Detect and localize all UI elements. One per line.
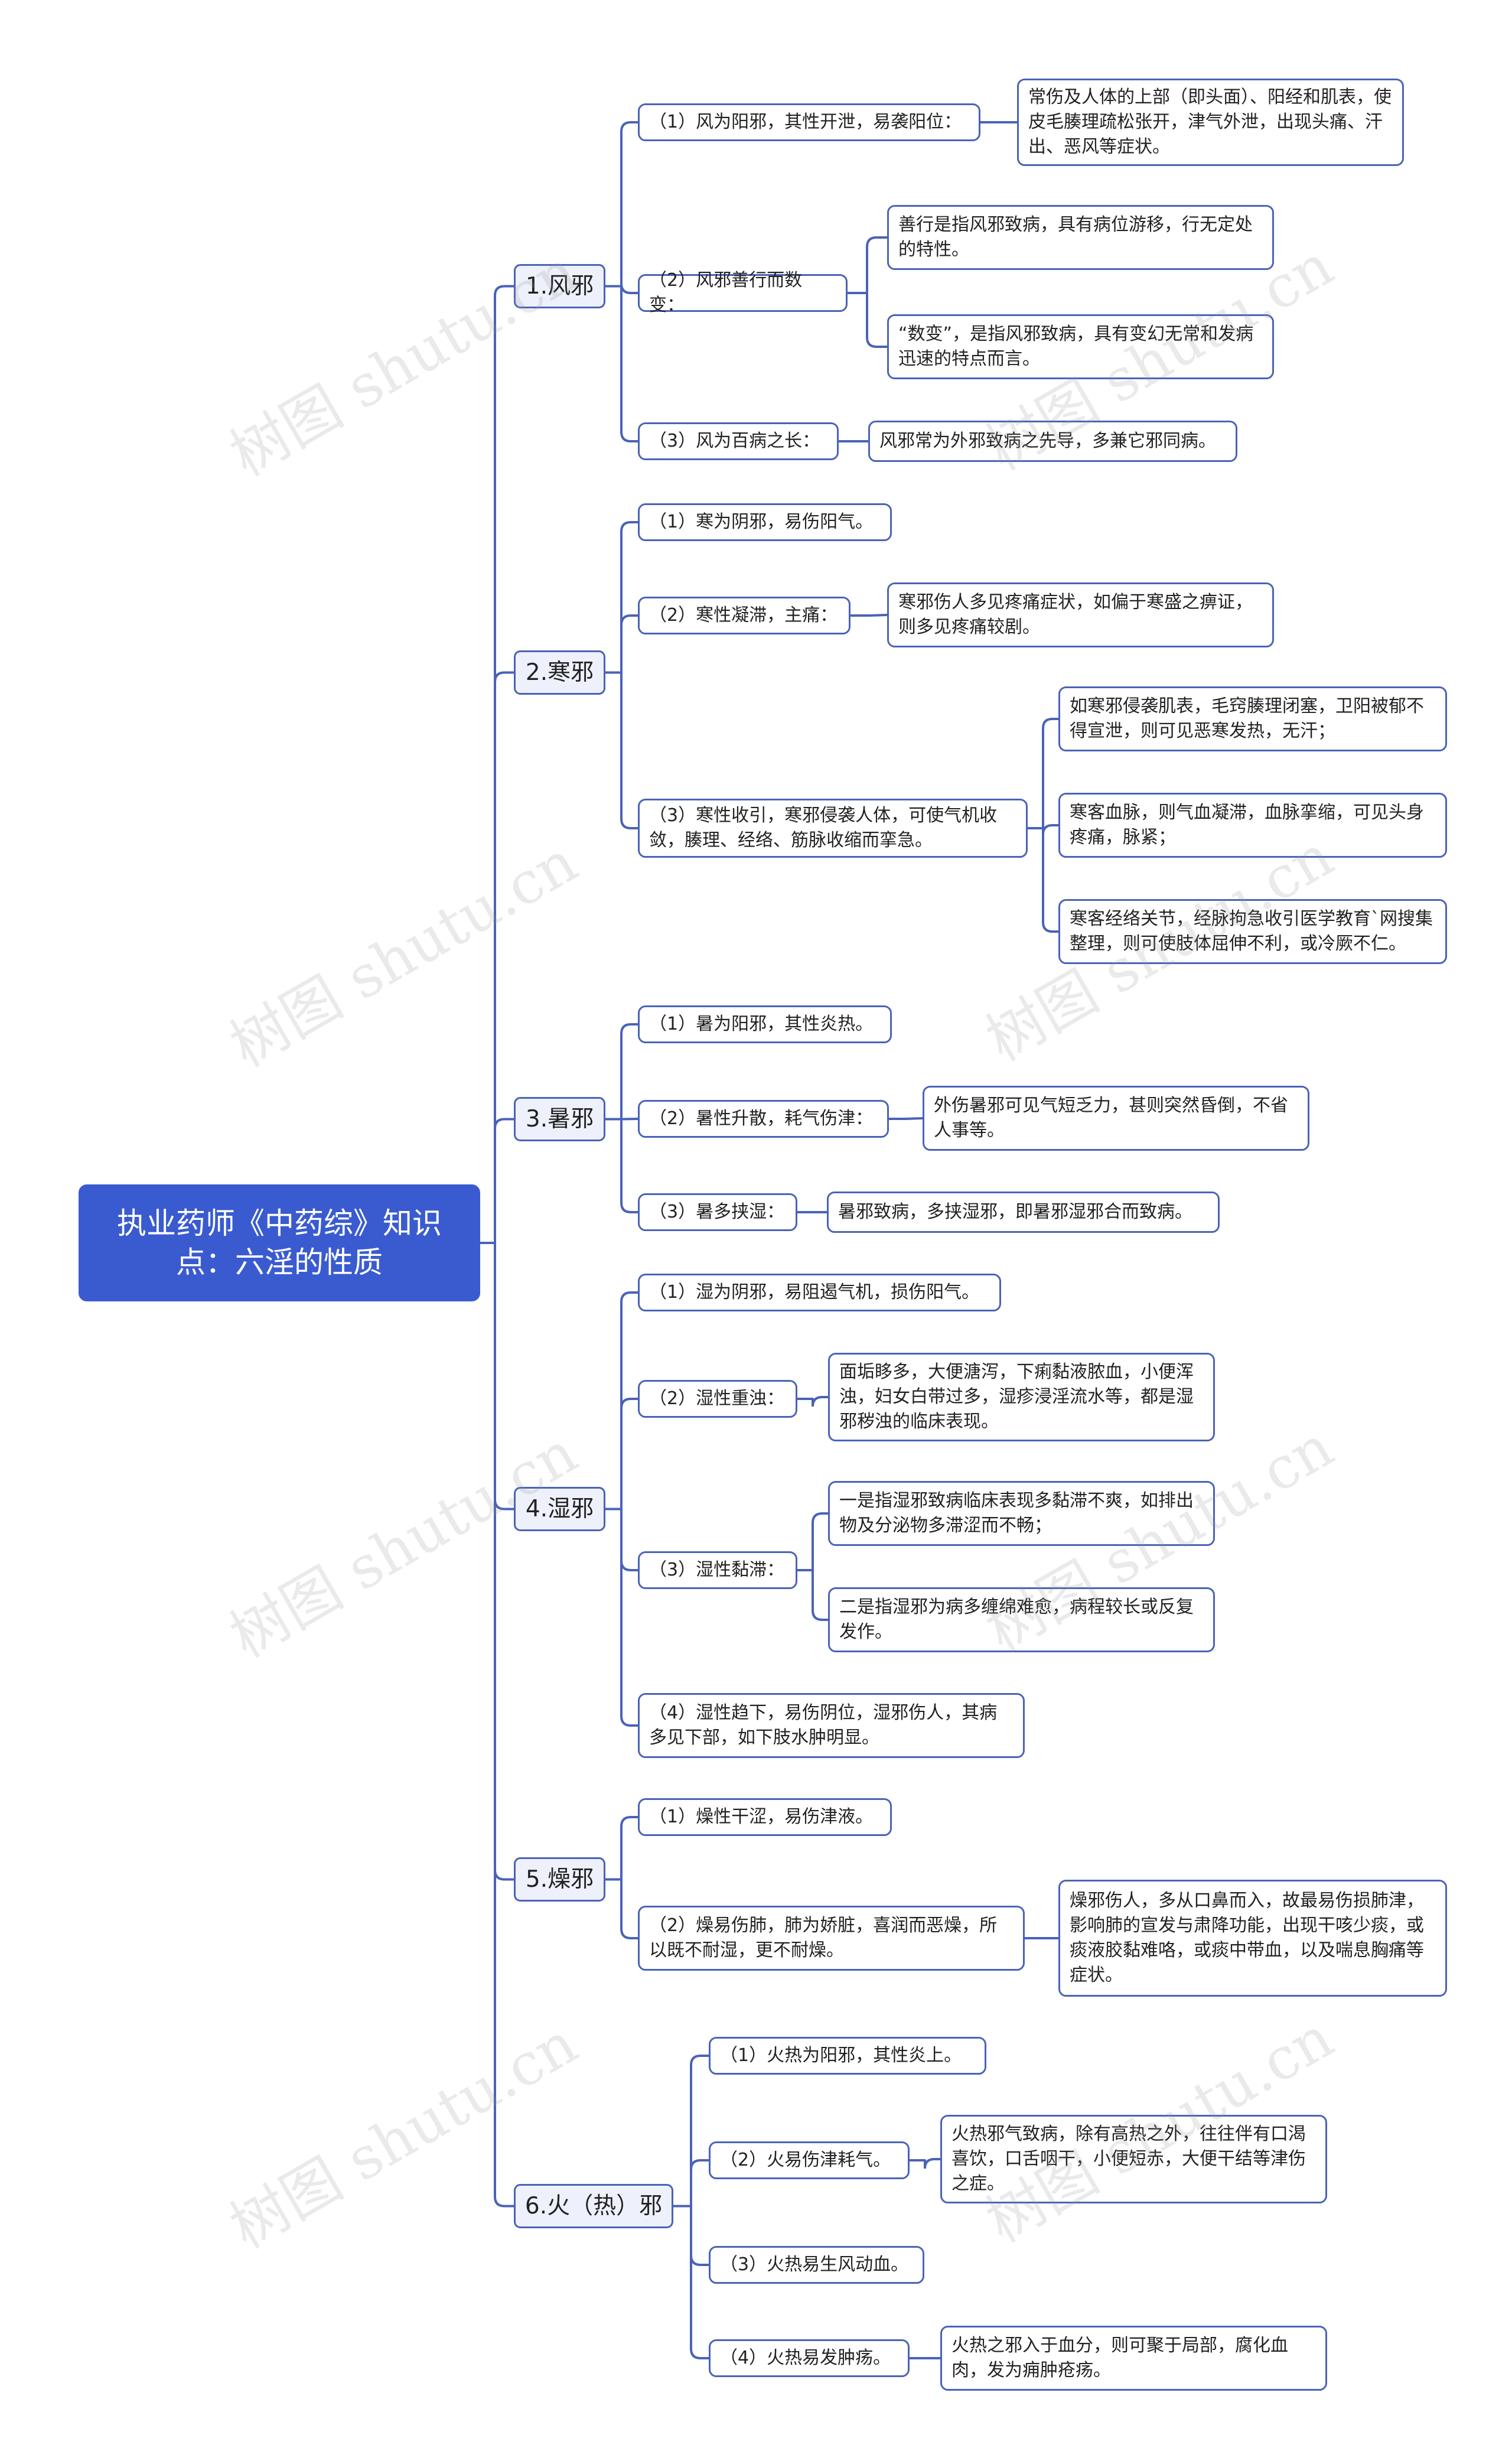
connector-line [604, 1023, 639, 1213]
wind-item-2[interactable]: （2）风邪善行而数变： [638, 270, 848, 315]
wind-item-2-detail-2[interactable]: “数变”，是指风邪致病，具有变幻无常和发病迅速的特点而言。 [887, 314, 1274, 379]
fire-item-4-detail-1[interactable]: 火热之邪入于血分，则可聚于局部，腐化血肉，发为痈肿疮疡。 [940, 2326, 1327, 2391]
wind-item-1[interactable]: （1）风为阳邪，其性开泄，易袭阳位： [638, 103, 980, 141]
damp-item-2[interactable]: （2）湿性重浊： [638, 1380, 797, 1418]
dry-item-2-detail-1[interactable]: 燥邪伤人，多从口鼻而入，故最易伤损肺津，影响肺的宣发与肃降功能，出现干咳少痰，或… [1058, 1880, 1447, 1997]
category-dampness[interactable]: 4.湿邪 [514, 1487, 605, 1531]
dry-item-1[interactable]: （1）燥性干涩，易伤津液。 [638, 1798, 892, 1836]
dry-item-2[interactable]: （2）燥易伤肺，肺为娇脏，喜润而恶燥，所以既不耐湿，更不耐燥。 [638, 1906, 1025, 1971]
connector-line [888, 1117, 924, 1120]
connector-line [604, 121, 639, 442]
fire-item-2-detail-1[interactable]: 火热邪气致病，除有高热之外，往往伴有口渴喜饮，口舌咽干，小便短赤，大便干结等津伤… [940, 2115, 1327, 2203]
cold-item-1[interactable]: （1）寒为阴邪，易伤阳气。 [638, 503, 892, 541]
fire-item-3[interactable]: （3）火热易生风动血。 [709, 2246, 924, 2284]
damp-item-2-detail-1[interactable]: 面垢眵多，大便溏泻，下痢黏液脓血，小便浑浊，妇女白带过多，湿疹浸淫流水等，都是湿… [828, 1353, 1215, 1441]
wind-item-1-detail-1[interactable]: 常伤及人体的上部（即头面）、阳经和肌表，使皮毛腠理疏松张开，津气外泄，出现头痛、… [1017, 79, 1404, 166]
wind-item-3-detail-1[interactable]: 风邪常为外邪致病之先导，多兼它邪同病。 [868, 421, 1237, 462]
connector-line [604, 1291, 639, 1727]
connector-line [479, 285, 515, 2208]
cold-item-3-detail-2[interactable]: 寒客血脉，则气血凝滞，血脉挛缩，可见头身疼痛，脉紧； [1058, 793, 1447, 858]
connector-line [1027, 718, 1060, 933]
connector-line [796, 1396, 829, 1407]
summer-item-3[interactable]: （3）暑多挟湿： [638, 1193, 797, 1231]
fire-item-4[interactable]: （4）火热易发肿疡。 [709, 2339, 910, 2377]
category-cold[interactable]: 2.寒邪 [514, 650, 605, 695]
cold-item-3-detail-3[interactable]: 寒客经络关节，经脉拘急收引医学教育`网搜集整理，则可使肢体屈伸不利，或冷厥不仁。 [1058, 899, 1447, 964]
root-topic[interactable]: 执业药师《中药综》知识点：六淫的性质 [79, 1184, 480, 1301]
cold-item-3-detail-1[interactable]: 如寒邪侵袭肌表，毛窍腠理闭塞，卫阳被郁不得宣泄，则可见恶寒发热，无汗； [1058, 686, 1447, 751]
wind-item-2-detail-1[interactable]: 善行是指风邪致病，具有病位游移，行无定处的特性。 [887, 205, 1274, 270]
cold-item-2[interactable]: （2）寒性凝滞，主痛： [638, 597, 850, 634]
summer-item-2-detail-1[interactable]: 外伤暑邪可见气短乏力，甚则突然昏倒，不省人事等。 [923, 1086, 1309, 1151]
damp-item-4[interactable]: （4）湿性趋下，易伤阴位，湿邪伤人，其病多见下部，如下肢水肿明显。 [638, 1693, 1025, 1758]
wind-item-3[interactable]: （3）风为百病之长： [638, 422, 839, 460]
connector-line [672, 2055, 710, 2359]
damp-item-3-detail-2[interactable]: 二是指湿邪为病多缠绵难愈，病程较长或反复发作。 [828, 1587, 1215, 1652]
fire-item-2[interactable]: （2）火易伤津耗气。 [709, 2141, 910, 2179]
category-wind[interactable]: 1.风邪 [514, 264, 605, 308]
connector-line [846, 236, 888, 348]
category-summer-heat[interactable]: 3.暑邪 [514, 1097, 605, 1141]
cold-item-2-detail-1[interactable]: 寒邪伤人多见疼痛症状，如偏于寒盛之痹证，则多见疼痛较剧。 [887, 582, 1274, 647]
connector-line [849, 614, 888, 617]
connector-line [604, 521, 639, 829]
summer-item-1[interactable]: （1）暑为阳邪，其性炎热。 [638, 1005, 892, 1043]
summer-item-2[interactable]: （2）暑性升散，耗气伤津： [638, 1100, 889, 1138]
summer-item-3-detail-1[interactable]: 暑邪致病，多挟湿邪，即暑邪湿邪合而致病。 [827, 1192, 1220, 1233]
category-fire[interactable]: 6.火（热）邪 [514, 2184, 673, 2228]
connector-line [796, 1512, 829, 1621]
damp-item-1[interactable]: （1）湿为阴邪，易阻遏气机，损伤阳气。 [638, 1274, 1001, 1311]
connector-line [908, 2158, 941, 2169]
connector-line [604, 1816, 639, 1939]
damp-item-3-detail-1[interactable]: 一是指湿邪致病临床表现多黏滞不爽，如排出物及分泌物多滞涩而不畅； [828, 1481, 1215, 1546]
cold-item-3[interactable]: （3）寒性收引，寒邪侵袭人体，可使气机收敛，腠理、经络、筋脉收缩而挛急。 [638, 799, 1028, 858]
category-dryness[interactable]: 5.燥邪 [514, 1857, 605, 1902]
damp-item-3[interactable]: （3）湿性黏滞： [638, 1551, 797, 1589]
fire-item-1[interactable]: （1）火热为阳邪，其性炎上。 [709, 2037, 986, 2075]
